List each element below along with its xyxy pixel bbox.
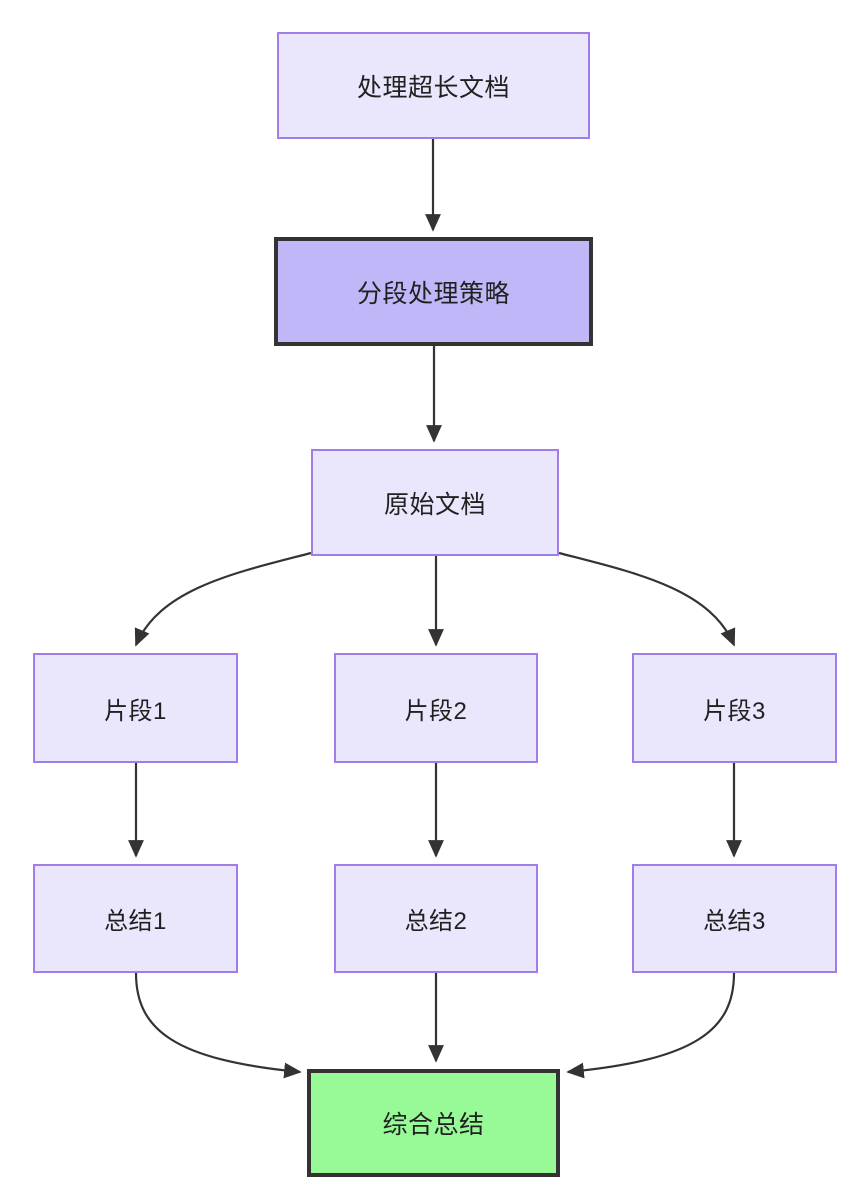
edge-n3-n6: [558, 551, 736, 647]
edge-n9-n10: [566, 972, 736, 1079]
node-label: 总结3: [703, 908, 766, 935]
node-label: 片段1: [104, 697, 167, 725]
node-label: 片段2: [404, 697, 468, 725]
node-label: 原始文档: [383, 490, 486, 519]
node-summary-3[interactable]: 总结3: [632, 864, 837, 973]
node-label: 综合总结: [382, 1111, 485, 1139]
node-fragment-1[interactable]: 片段1: [33, 653, 238, 763]
node-combined-summary[interactable]: 综合总结: [307, 1069, 560, 1177]
node-summary-2[interactable]: 总结2: [334, 864, 538, 973]
node-chunking-strategy[interactable]: 分段处理策略: [274, 237, 593, 346]
node-process-long-document[interactable]: 处理超长文档: [277, 32, 590, 139]
node-fragment-3[interactable]: 片段3: [632, 653, 837, 763]
node-original-document[interactable]: 原始文档: [311, 449, 559, 556]
node-label: 分段处理策略: [356, 279, 510, 308]
edge-n3-n4: [134, 551, 312, 647]
node-summary-1[interactable]: 总结1: [33, 864, 238, 973]
node-label: 片段3: [703, 697, 766, 725]
node-fragment-2[interactable]: 片段2: [334, 653, 538, 763]
edge-n7-n10: [134, 972, 302, 1079]
node-label: 处理超长文档: [356, 73, 510, 102]
node-label: 总结1: [104, 908, 167, 935]
node-label: 总结2: [404, 908, 468, 935]
